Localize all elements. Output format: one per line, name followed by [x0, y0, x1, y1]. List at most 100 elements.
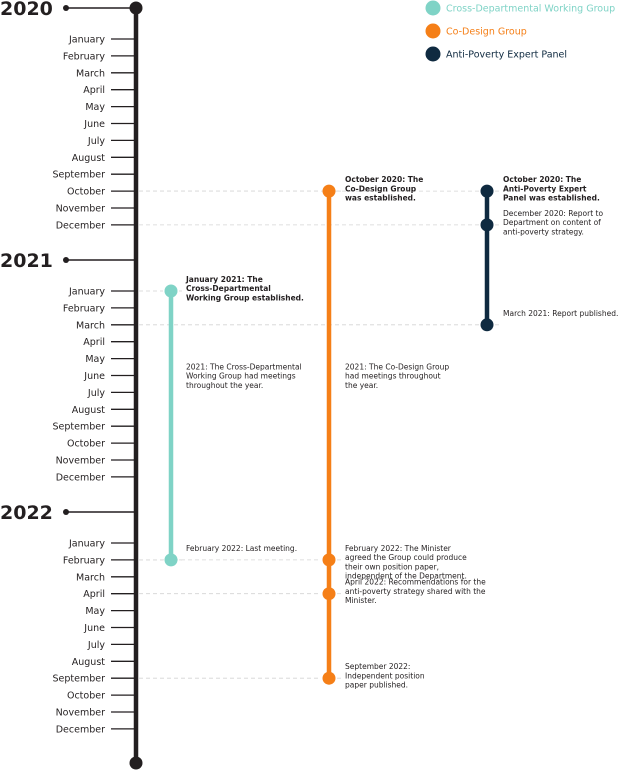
- month-label: March: [76, 68, 105, 79]
- year-tick-dot: [63, 509, 69, 515]
- event-dot: [164, 553, 178, 567]
- event-note-line: anti-poverty strategy.: [503, 227, 584, 236]
- event-note: February 2022: Last meeting.: [186, 544, 297, 553]
- month-label: November: [56, 708, 106, 719]
- month-label: March: [76, 320, 105, 331]
- month-label: July: [87, 640, 105, 651]
- event-note-line: Department on content of: [503, 218, 601, 227]
- guide-lines: [139, 190, 499, 679]
- month-label: October: [67, 439, 105, 450]
- legend-swatch: [425, 46, 441, 62]
- event-note-line: independent of the Department.: [345, 572, 467, 581]
- month-label: October: [67, 187, 105, 198]
- event-note-line: was established.: [345, 194, 416, 203]
- month-label: December: [56, 220, 105, 231]
- month-label: May: [85, 606, 105, 617]
- month-label: August: [72, 657, 106, 668]
- month-label: September: [52, 170, 105, 181]
- month-label: September: [52, 674, 105, 685]
- event-note-line: Cross-Departmental: [186, 284, 271, 293]
- month-label: April: [83, 589, 105, 600]
- month-label: November: [56, 204, 106, 215]
- month-label: June: [83, 623, 105, 634]
- legend: Cross-Departmental Working GroupCo-Desig…: [425, 0, 615, 62]
- event-note-line: January 2021: The: [185, 275, 263, 284]
- month-label: February: [63, 51, 105, 62]
- event-dot: [322, 184, 336, 198]
- legend-label: Anti-Poverty Expert Panel: [446, 50, 567, 61]
- event-note: March 2021: Report published.: [503, 309, 618, 318]
- event-note-line: February 2022: Last meeting.: [186, 544, 297, 553]
- month-label: January: [68, 539, 105, 550]
- event-note-line: March 2021: Report published.: [503, 309, 618, 318]
- event-note-line: Anti-Poverty Expert: [503, 184, 587, 193]
- month-label: July: [87, 136, 105, 147]
- group-tracks: [168, 191, 490, 679]
- event-note-line: February 2022: The Minister: [345, 544, 452, 553]
- month-label: May: [85, 354, 105, 365]
- event-note-line: paper published.: [345, 681, 408, 690]
- month-label: February: [63, 303, 105, 314]
- legend-label: Cross-Departmental Working Group: [446, 4, 615, 15]
- month-label: January: [68, 287, 105, 298]
- event-note-line: September 2022:: [345, 662, 410, 671]
- legend-label: Co-Design Group: [446, 27, 527, 38]
- event-dot: [322, 671, 336, 685]
- event-dot: [164, 284, 178, 298]
- event-note-line: October 2020: The: [345, 175, 423, 184]
- month-label: June: [83, 119, 105, 130]
- event-dot: [322, 553, 336, 567]
- event-note-line: agreed the Group could produce: [345, 553, 467, 562]
- event-dot: [480, 218, 494, 232]
- event-note-line: December 2020: Report to: [503, 209, 603, 218]
- month-label: May: [85, 102, 105, 113]
- month-label: February: [63, 555, 105, 566]
- event-note-line: 2021: The Co-Design Group: [345, 363, 449, 372]
- event-note-line: 2021: The Cross-Departmental: [186, 363, 302, 372]
- year-label-2021: 2021: [0, 250, 53, 272]
- event-note-line: Panel was established.: [503, 194, 600, 203]
- legend-swatch: [425, 23, 441, 39]
- month-label: December: [56, 724, 105, 735]
- year-tick-dot: [63, 5, 69, 11]
- event-note-line: Independent position: [345, 671, 425, 680]
- event-note-line: throughout the year.: [186, 381, 263, 390]
- month-label: April: [83, 85, 105, 96]
- legend-swatch: [425, 0, 441, 16]
- event-note-line: Minister.: [345, 596, 377, 605]
- event-note-line: Working Group had meetings: [186, 372, 296, 381]
- timeline-axis: 2020JanuaryFebruaryMarchAprilMayJuneJuly…: [0, 0, 143, 770]
- year-label-2022: 2022: [0, 502, 53, 524]
- event-dot: [480, 318, 494, 332]
- event-note-line: Co-Design Group: [345, 184, 417, 193]
- month-label: January: [68, 35, 105, 46]
- event-note-line: October 2020: The: [503, 175, 581, 184]
- month-label: September: [52, 422, 105, 433]
- month-label: December: [56, 472, 105, 483]
- event-dot: [322, 587, 336, 601]
- month-label: August: [72, 405, 106, 416]
- event-note-line: anti-poverty strategy shared with the: [345, 587, 486, 596]
- year-label-2020: 2020: [0, 0, 53, 20]
- month-label: April: [83, 337, 105, 348]
- month-label: October: [67, 691, 105, 702]
- event-note-line: Working Group established.: [186, 293, 304, 302]
- month-label: November: [56, 456, 106, 467]
- month-label: July: [87, 388, 105, 399]
- month-label: August: [72, 153, 106, 164]
- year-tick-dot: [63, 257, 69, 263]
- event-note-line: had meetings throughout: [345, 372, 441, 381]
- event-note-line: the year.: [345, 381, 378, 390]
- event-note-line: April 2022: Recommendations for the: [345, 578, 486, 587]
